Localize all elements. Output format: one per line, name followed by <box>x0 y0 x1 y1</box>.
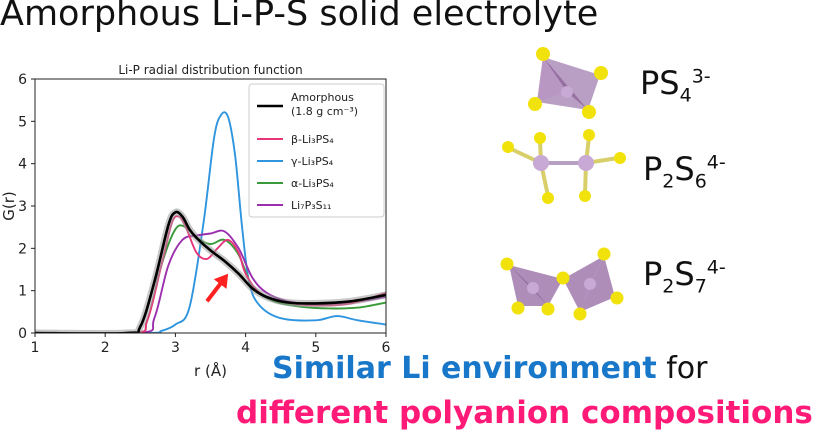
y-tick-label: 4 <box>18 157 27 173</box>
legend-label: γ-Li₃PS₄ <box>291 155 334 168</box>
tagline-line-2: different polyanion compositions <box>236 395 813 431</box>
x-axis-label: r (Å) <box>194 361 227 380</box>
sulfur-atom <box>573 307 587 321</box>
sulfur-atom <box>502 141 514 153</box>
sulfur-atom <box>541 302 555 316</box>
y-tick-label: 5 <box>18 114 27 130</box>
x-tick-label: 6 <box>382 340 391 356</box>
y-tick-label: 6 <box>18 72 27 88</box>
legend-label: α-Li₃PS₄ <box>291 177 334 190</box>
sulfur-atom <box>614 152 626 164</box>
x-tick-label: 3 <box>171 340 180 356</box>
ps4-molecule-icon <box>528 47 608 119</box>
sulfur-atom <box>597 247 611 261</box>
series-line-3 <box>35 224 386 333</box>
y-tick-label: 3 <box>18 199 27 215</box>
annotation-arrow-head <box>213 273 229 289</box>
y-tick-label: 1 <box>18 284 27 300</box>
x-tick-label: 1 <box>31 340 40 356</box>
y-tick-label: 0 <box>18 326 27 342</box>
sulfur-atom <box>594 66 608 80</box>
sulfur-atom <box>536 47 550 61</box>
phosphorus-atom <box>584 278 596 290</box>
sulfur-atom <box>534 132 546 144</box>
tagline-highlight: Similar Li environment <box>272 351 657 386</box>
phosphorus-atom <box>527 282 539 294</box>
y-axis-label: G(r) <box>0 191 18 221</box>
sulfur-atom <box>582 105 596 119</box>
legend-label: Amorphous <box>291 91 354 104</box>
p2s7-formula: P2S74- <box>643 255 726 298</box>
main-title: Amorphous Li-P-S solid electrolyte <box>0 0 599 34</box>
tagline-rest: for <box>656 351 708 386</box>
p2s6-molecule-icon <box>502 129 626 204</box>
p2s6-formula: P2S64- <box>643 150 726 193</box>
p2s7-molecule-icon <box>500 247 624 321</box>
x-tick-label: 5 <box>311 340 320 356</box>
sulfur-atom <box>556 271 570 285</box>
legend-label: (1.8 g cm⁻³) <box>291 105 358 118</box>
series-halo-amorphous <box>35 208 386 333</box>
series-line-2 <box>35 111 386 333</box>
legend-label: β-Li₃PS₄ <box>291 133 334 146</box>
sulfur-atom <box>610 291 624 305</box>
y-tick-label: 2 <box>18 241 27 257</box>
sulfur-atom <box>500 257 514 271</box>
legend-label: Li₇P₃S₁₁ <box>291 199 331 212</box>
sulfur-atom <box>528 97 542 111</box>
sulfur-atom <box>583 129 595 141</box>
tagline-line-1: Similar Li environment for <box>272 351 707 386</box>
series-line-0 <box>35 210 386 333</box>
sulfur-atom <box>542 192 554 204</box>
phosphorus-atom <box>533 155 549 171</box>
ps4-tetrahedron-side <box>537 57 567 102</box>
phosphorus-atom <box>578 155 594 171</box>
chart-title: Li-P radial distribution function <box>118 63 302 77</box>
sulfur-atom <box>511 301 525 315</box>
x-tick-label: 4 <box>241 340 250 356</box>
ps4-tetrahedron-front <box>543 57 588 110</box>
x-tick-label: 2 <box>101 340 110 356</box>
sulfur-atom <box>579 190 591 202</box>
ps4-formula: PS43- <box>640 64 711 107</box>
annotation-arrow-shaft <box>205 279 225 303</box>
phosphorus-atom <box>561 86 573 98</box>
